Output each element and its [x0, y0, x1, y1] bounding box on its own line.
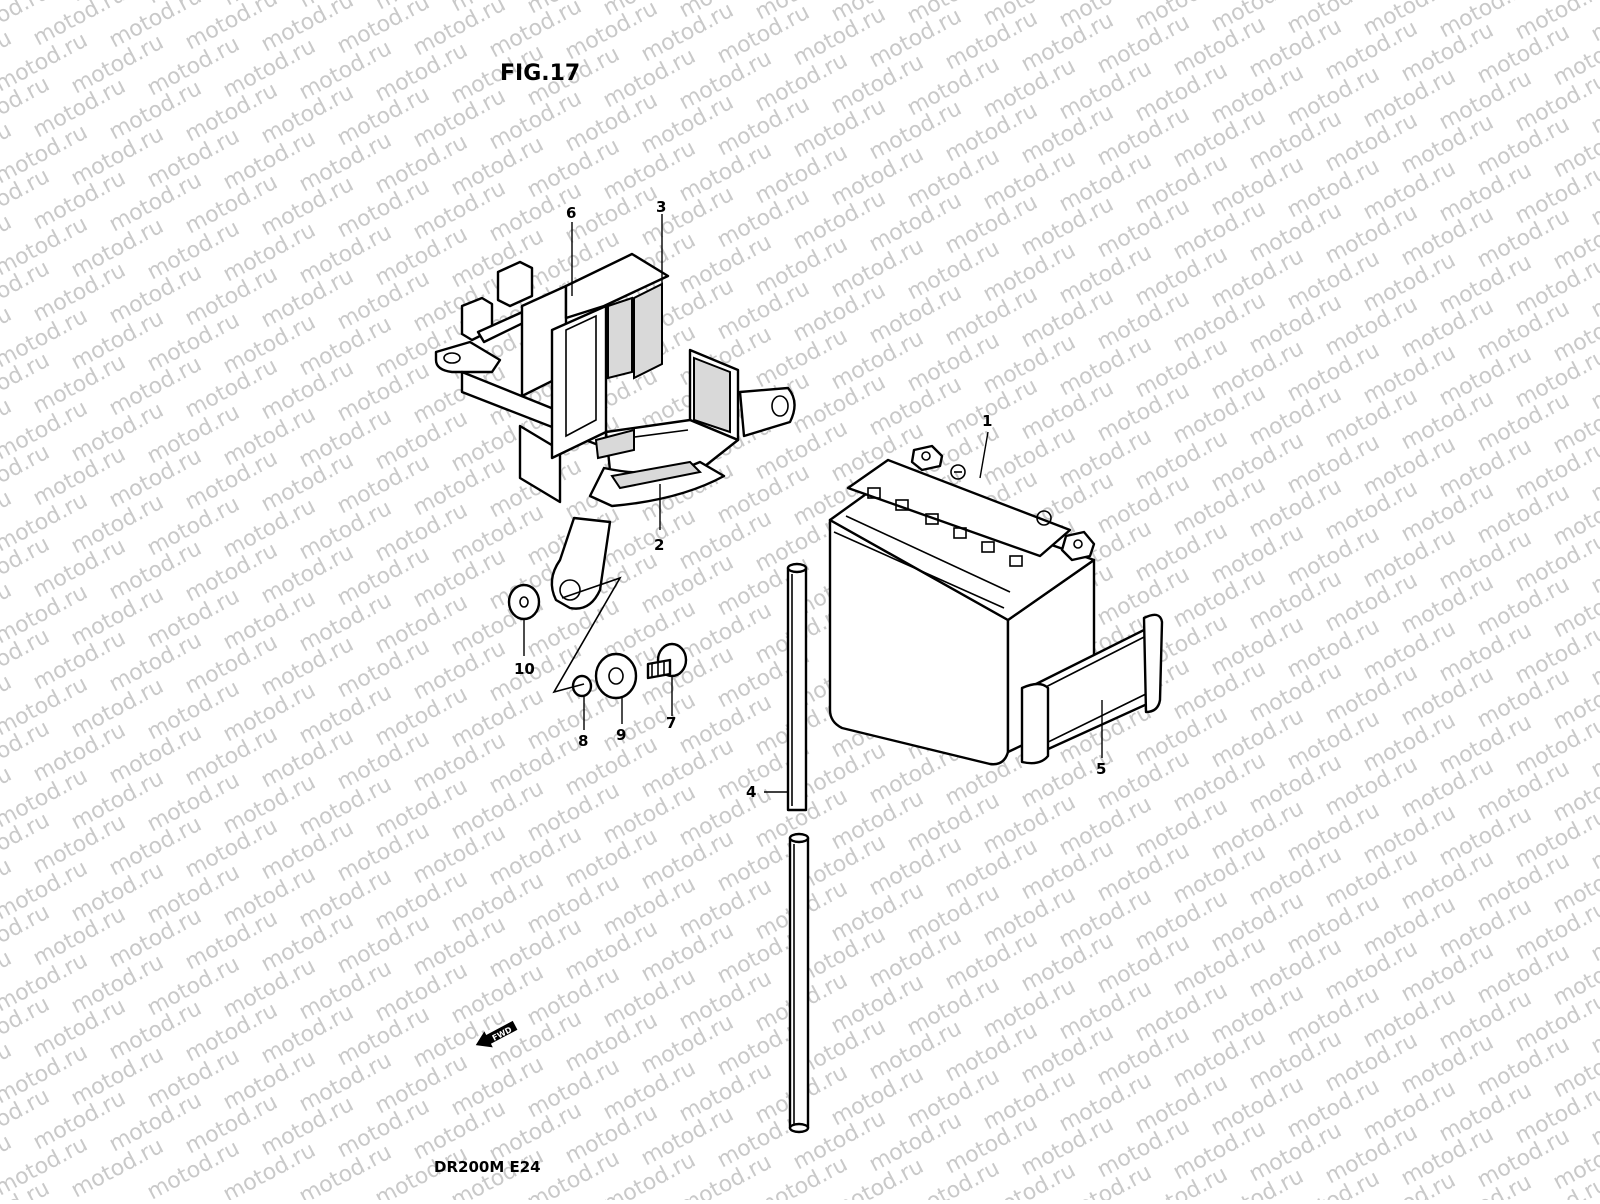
figure-title: FIG.17 [500, 61, 580, 86]
callout-label-1: 1 [982, 412, 992, 430]
callout-3: 3 [656, 198, 666, 296]
callout-10: 10 [514, 620, 535, 678]
callout-9: 9 [616, 698, 626, 744]
callout-label-4: 4 [746, 783, 756, 801]
callout-2: 2 [654, 484, 664, 554]
callout-label-6: 6 [566, 204, 576, 222]
callout-label-5: 5 [1096, 760, 1106, 778]
callout-6: 6 [566, 204, 576, 296]
washer-10[interactable] [507, 583, 541, 621]
callout-label-7: 7 [666, 714, 676, 732]
callout-4: 4 [746, 783, 788, 801]
callout-label-3: 3 [656, 198, 666, 216]
callout-1: 1 [979, 412, 992, 479]
callout-label-8: 8 [578, 732, 588, 750]
callout-8: 8 [578, 696, 588, 750]
model-code: DR200M E24 [434, 1158, 541, 1176]
cushion-9[interactable] [594, 652, 638, 700]
callout-label-9: 9 [616, 726, 626, 744]
battery-band[interactable] [1020, 613, 1164, 765]
assembly-guide-line [552, 576, 622, 694]
nut-8[interactable] [571, 674, 593, 698]
breather-hose[interactable] [786, 562, 810, 1134]
callout-label-10: 10 [514, 660, 535, 678]
callout-7: 7 [666, 676, 676, 732]
callout-5: 5 [1096, 700, 1106, 778]
bolt-7[interactable] [646, 642, 688, 680]
callout-label-2: 2 [654, 536, 664, 554]
